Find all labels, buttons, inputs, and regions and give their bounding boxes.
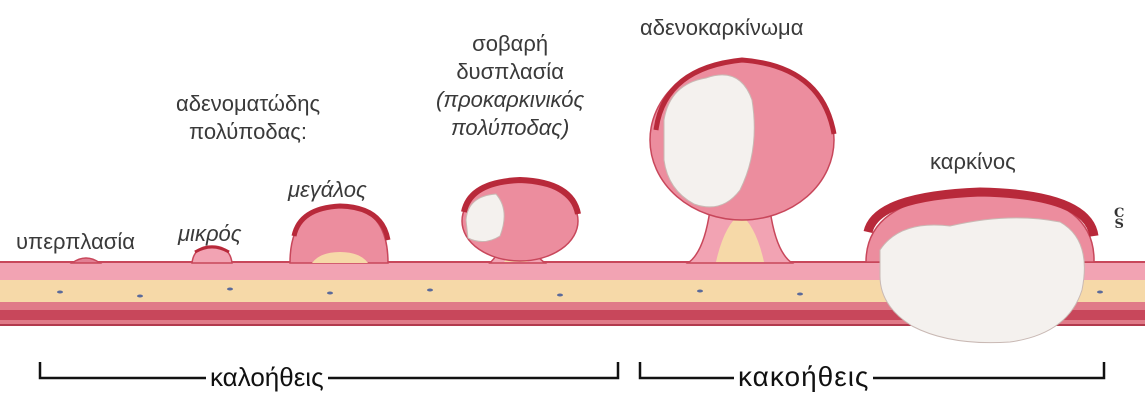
label-malignant-group: κακοήθεις: [734, 362, 873, 392]
label-severe-line3: (προκαρκινικός: [436, 86, 584, 114]
adenocarcinoma-polyp: [650, 60, 834, 263]
hyperplasia-bump: [72, 258, 100, 263]
label-small-polyp: μικρός: [178, 220, 241, 248]
label-hyperplasia: υπερπλασία: [16, 228, 135, 256]
small-polyp: [192, 246, 232, 263]
label-severe-line2: δυσπλασία: [436, 58, 584, 86]
label-large-polyp: μεγάλος: [288, 176, 367, 204]
group-brackets: [40, 362, 1104, 378]
label-adenomatous-line1: αδενοματώδης: [176, 90, 320, 118]
label-severe-dysplasia: σοβαρή δυσπλασία (προκαρκινικός πολύποδα…: [436, 30, 584, 142]
label-severe-line4: πολύποδας): [436, 114, 584, 142]
label-adenomatous-line2: πολύποδας:: [176, 118, 320, 146]
label-adenocarcinoma: αδενοκαρκίνωμα: [640, 14, 803, 42]
benign-bracket: [40, 362, 618, 378]
publisher-logo-icon: C S: [1114, 208, 1124, 230]
label-severe-line1: σοβαρή: [436, 30, 584, 58]
label-benign-group: καλοήθεις: [206, 362, 328, 392]
severe-dysplasia-polyp: [462, 180, 578, 263]
label-adenomatous-polyp: αδενοματώδης πολύποδας:: [176, 90, 320, 146]
label-cancer: καρκίνος: [930, 148, 1016, 176]
large-polyp: [290, 206, 388, 263]
